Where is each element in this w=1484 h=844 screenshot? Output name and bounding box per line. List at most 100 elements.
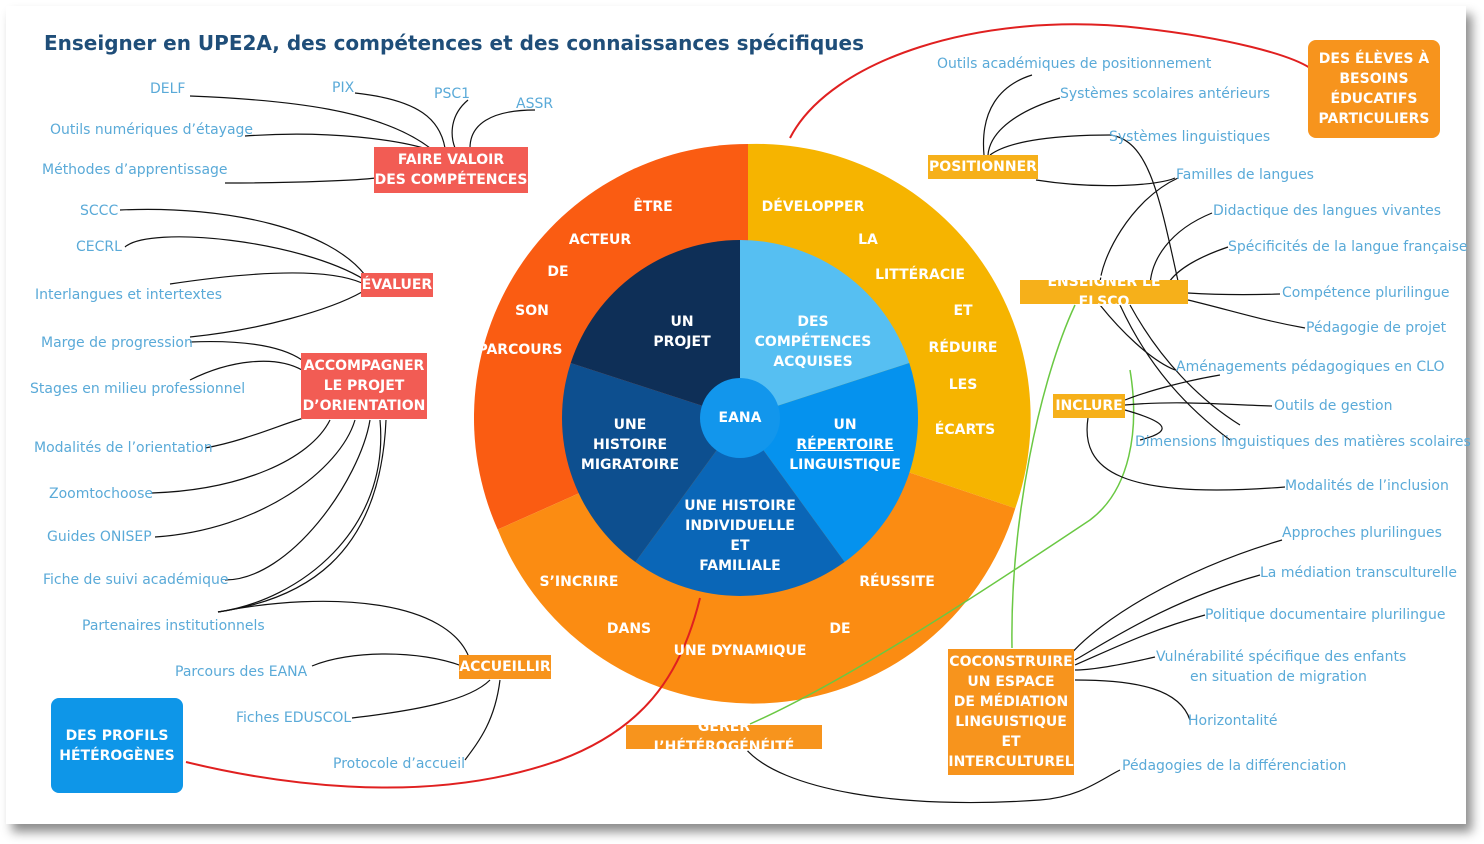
- leaf-protocole: Protocole d’accueil: [333, 756, 466, 772]
- ring-word: DÉVELOPPER: [761, 199, 865, 215]
- leaf-systemes-scolaires: Systèmes scolaires antérieurs: [1060, 86, 1271, 102]
- leaf-politique: Politique documentaire plurilingue: [1205, 607, 1446, 623]
- branch-line: ET: [1001, 734, 1021, 750]
- leaf-outils-numeriques: Outils numériques d’étayage: [50, 122, 254, 138]
- segment-line: FAMILIALE: [699, 558, 781, 574]
- segment-line: UNE HISTOIRE: [684, 498, 796, 514]
- segment-competences: DES COMPÉTENCES ACQUISES: [755, 312, 872, 372]
- leaf-differenciation: Pédagogies de la différenciation: [1122, 758, 1347, 774]
- ring-word: ACTEUR: [568, 232, 632, 248]
- ring-word: PARCOURS: [477, 342, 563, 358]
- leaf-partenaires: Partenaires institutionnels: [82, 618, 265, 634]
- red-connector-bottom: [185, 597, 701, 789]
- inner-sector-projet: [570, 240, 740, 418]
- branch-line: LE PROJET: [323, 378, 405, 394]
- ring-word: LITTÉRACIE: [875, 267, 965, 283]
- center-label: EANA: [718, 410, 762, 426]
- ring-word: LA: [858, 232, 878, 248]
- leaf-methodes: Méthodes d’apprentissage: [42, 162, 228, 178]
- branch-line: FAIRE VALOIR: [397, 152, 505, 168]
- ring-word: S’INCRIRE: [539, 574, 619, 590]
- leaf-sccc: SCCC: [80, 203, 119, 219]
- segment-line: MIGRATOIRE: [580, 457, 680, 473]
- inner-sector-histoire-migratoire: [561, 363, 740, 562]
- leaf-vulnerabilite-1: Vulnérabilité spécifique des enfants: [1156, 649, 1407, 665]
- red-connector-top: [789, 23, 1311, 139]
- segment-histoire-migratoire: UNE HISTOIRE MIGRATOIRE: [581, 415, 679, 475]
- branch-inclure: INCLURE: [1053, 394, 1125, 418]
- segment-line: HISTOIRE: [592, 437, 668, 453]
- segment-histoire-individuelle: UNE HISTOIRE INDIVIDUELLE ET FAMILIALE: [684, 496, 796, 576]
- inner-sector-histoire-individuelle: [635, 418, 845, 596]
- leaf-modalites-orientation: Modalités de l’orientation: [34, 440, 213, 456]
- ring-word: LES: [948, 377, 978, 393]
- leaf-horizontalite: Horizontalité: [1188, 713, 1278, 729]
- segment-line: PROJET: [653, 334, 711, 350]
- page-title: Enseigner en UPE2A, des compétences et d…: [44, 31, 864, 55]
- branch-evaluer: ÉVALUER: [361, 273, 433, 297]
- ring-word: DE: [829, 621, 851, 637]
- segment-line: LINGUISTIQUE: [789, 457, 901, 473]
- branch-line: DES COMPÉTENCES: [374, 172, 528, 188]
- leaf-stages: Stages en milieu professionnel: [30, 381, 246, 397]
- branch-accompagner: ACCOMPAGNER LE PROJET D’ORIENTATION: [301, 353, 427, 419]
- leaf-outils-academiques: Outils académiques de positionnement: [937, 56, 1212, 72]
- leaf-delf: DELF: [150, 81, 186, 97]
- note-line: ÉDUCATIFS: [1330, 91, 1418, 107]
- branch-line: UN ESPACE: [967, 674, 1055, 690]
- segment-line: ACQUISES: [773, 354, 853, 370]
- inner-sector-repertoire: [740, 363, 919, 562]
- leaf-didactique: Didactique des langues vivantes: [1213, 203, 1442, 219]
- segment-repertoire: UN RÉPERTOIRE LINGUISTIQUE: [789, 415, 901, 475]
- leaf-familles: Familles de langues: [1176, 167, 1314, 183]
- ring-word: DANS: [606, 621, 652, 637]
- segment-line: RÉPERTOIRE: [796, 437, 894, 453]
- center-circle: [700, 378, 780, 458]
- leaf-mediation: La médiation transculturelle: [1260, 565, 1457, 581]
- ring-word: DE: [547, 264, 569, 280]
- note-line: PARTICULIERS: [1318, 111, 1430, 127]
- leaf-pix: PIX: [332, 80, 355, 96]
- leaf-amenagements: Aménagements pédagogiques en CLO: [1176, 359, 1445, 375]
- segment-line: UN: [670, 314, 694, 330]
- branch-coconstruire: COCONSTRUIRE UN ESPACE DE MÉDIATION LING…: [948, 649, 1074, 775]
- branch-line: D’ORIENTATION: [302, 398, 426, 414]
- ring-word: SON: [515, 303, 549, 319]
- leaf-pedagogie-projet: Pédagogie de projet: [1306, 320, 1447, 336]
- ring-word: ÊTRE: [633, 199, 673, 215]
- segment-line: DES: [797, 314, 829, 330]
- note-line: DES ÉLÈVES À: [1318, 51, 1430, 67]
- segment-line: COMPÉTENCES: [754, 334, 872, 350]
- leaf-parcours-eana: Parcours des EANA: [175, 664, 308, 680]
- leaf-guides-onisep: Guides ONISEP: [47, 529, 152, 545]
- green-connector-1: [1011, 304, 1076, 649]
- branch-gerer-heterogeneite: GÉRER L’HÉTÉROGÉNÉITÉ: [626, 719, 822, 755]
- branch-line: LINGUISTIQUE: [955, 714, 1067, 730]
- leaf-zoomtochoose: Zoomtochoose: [49, 486, 154, 502]
- inner-sector-competences: [740, 240, 910, 418]
- note-line: DES PROFILS: [65, 727, 169, 744]
- leaf-fiche-suivi: Fiche de suivi académique: [43, 572, 229, 588]
- ring-word: RÉDUIRE: [928, 340, 998, 356]
- branch-accueillir: ACCUEILLIR: [459, 655, 551, 679]
- green-connector-2: [749, 369, 1135, 725]
- segment-line: ET: [730, 538, 750, 554]
- branch-line: INTERCULTUREL: [948, 754, 1074, 770]
- leaf-assr: ASSR: [516, 96, 554, 112]
- leaf-dimensions: Dimensions linguistiques des matières sc…: [1135, 434, 1471, 450]
- leaf-interlangues: Interlangues et intertextes: [35, 287, 223, 303]
- branch-faire-valoir: FAIRE VALOIR DES COMPÉTENCES: [374, 147, 528, 193]
- ring-word: ÉCARTS: [934, 422, 996, 438]
- leaf-systemes-linguistiques: Systèmes linguistiques: [1109, 129, 1271, 145]
- leaf-marge: Marge de progression: [41, 335, 193, 351]
- segment-line: INDIVIDUELLE: [685, 518, 795, 534]
- leaf-fiches-eduscol: Fiches EDUSCOL: [236, 710, 352, 726]
- segment-line: UN: [833, 417, 857, 433]
- branch-enseigner-flsco: ENSEIGNER LE FLSCO: [1020, 274, 1188, 310]
- leaf-cecrl: CECRL: [76, 239, 122, 255]
- ring-word: UNE DYNAMIQUE: [673, 643, 807, 659]
- ring-word: ET: [953, 303, 973, 319]
- segment-projet: UN PROJET: [653, 312, 710, 352]
- note-line: BESOINS: [1339, 71, 1409, 87]
